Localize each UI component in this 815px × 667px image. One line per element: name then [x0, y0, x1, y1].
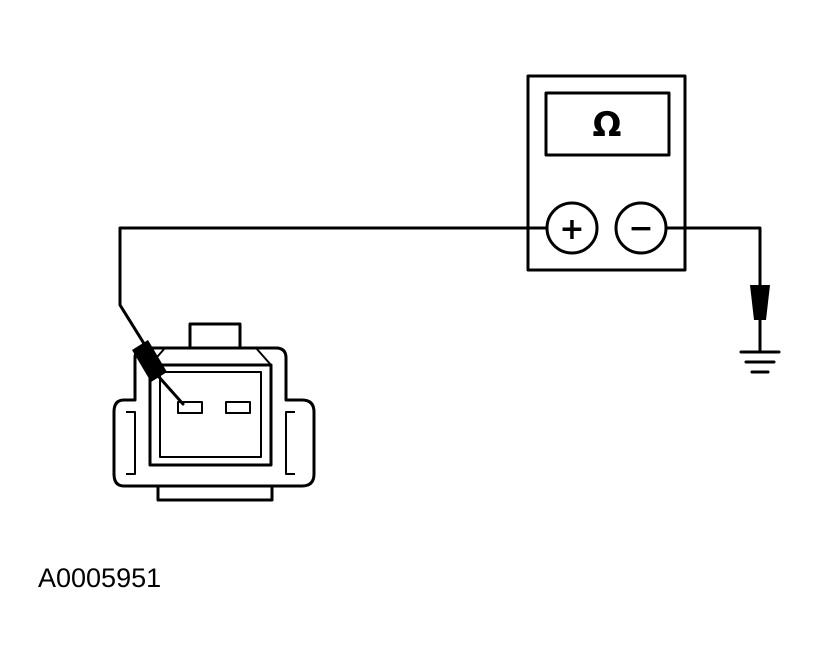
- ground-icon: [739, 350, 781, 374]
- positive-terminal: +: [545, 201, 599, 255]
- multimeter: Ω + −: [526, 74, 687, 272]
- sensor-connector: [112, 322, 316, 502]
- negative-test-lead: [664, 226, 762, 287]
- figure-id: A0005951: [38, 563, 162, 593]
- positive-terminal-label: +: [559, 212, 584, 247]
- test-probe: [132, 340, 185, 406]
- connector-pin-2: [225, 401, 251, 414]
- ohm-symbol: Ω: [593, 105, 622, 145]
- connector-pin-1: [177, 401, 203, 414]
- negative-terminal-label: −: [628, 211, 653, 246]
- negative-terminal: −: [614, 201, 668, 255]
- ground-clip: [750, 285, 770, 354]
- positive-test-lead: [118, 226, 549, 352]
- multimeter-body: [526, 74, 687, 272]
- multimeter-display: [544, 91, 671, 157]
